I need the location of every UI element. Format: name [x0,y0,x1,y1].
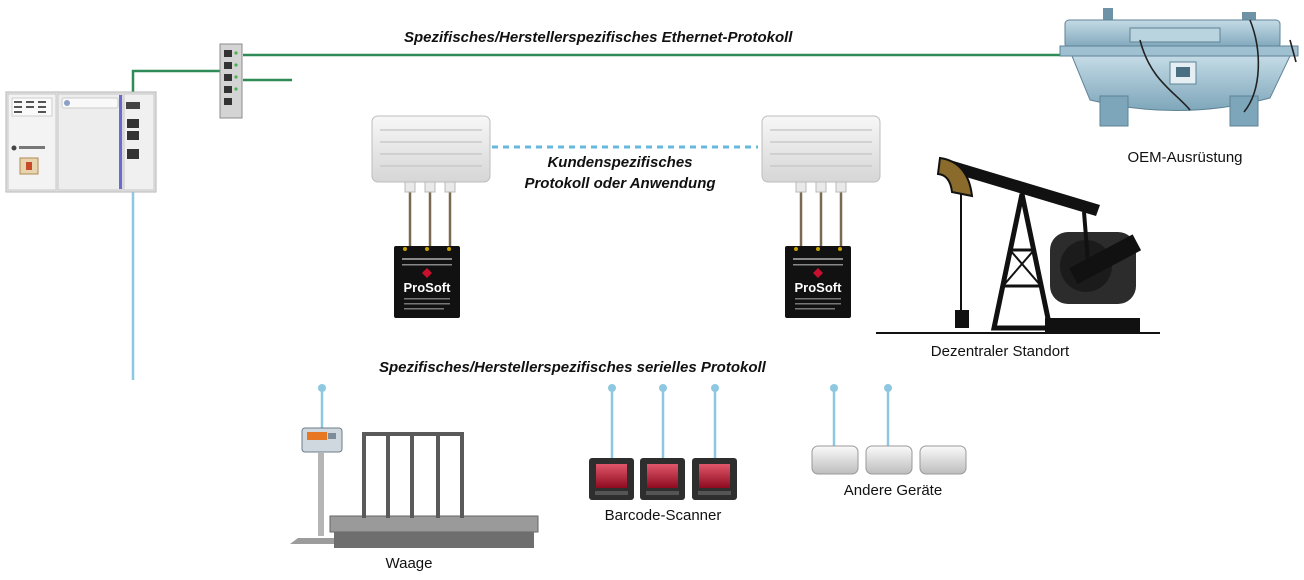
other-device-2 [865,445,913,475]
ethernet-lines [131,53,1090,120]
radio-brand-right: ProSoft [795,280,843,295]
oem-machine-icon [1059,8,1299,127]
other-device-3 [919,445,967,475]
serial-protocol-label: Spezifisches/Herstellerspezifisches seri… [379,359,766,376]
scale-label: Waage [385,555,433,572]
ethernet-protocol-label: Spezifisches/Herstellerspezifisches Ethe… [404,29,793,46]
barcode-scanner-label: Barcode-Scanner [604,507,722,524]
ethernet-switch-icon [219,43,243,119]
barcode-scanner-3 [692,458,737,500]
barcode-scanner-icons [589,458,737,500]
pumpjack-icon [876,156,1160,334]
antenna-panel-left [371,115,491,248]
custom-protocol-label-line2: Protokoll oder Anwendung [524,175,716,192]
barcode-scanner-2 [640,458,685,500]
radio-brand-left: ProSoft [404,280,452,295]
other-device-1 [811,445,859,475]
prosoft-radio-right: ProSoft [785,246,851,318]
other-device-icons [811,445,967,475]
oem-equipment-label: OEM-Ausrüstung [1127,149,1243,166]
barcode-scanner-1 [589,458,634,500]
remote-site-label: Dezentraler Standort [930,343,1070,360]
scale-icon [290,427,539,548]
serial-lines [131,180,892,458]
plc-controller-icon [5,91,157,193]
custom-protocol-label-line1: Kundenspezifisches [547,154,693,171]
prosoft-radio-left: ProSoft [394,246,460,318]
antenna-panel-right [761,115,881,248]
other-devices-label: Andere Geräte [843,482,943,499]
